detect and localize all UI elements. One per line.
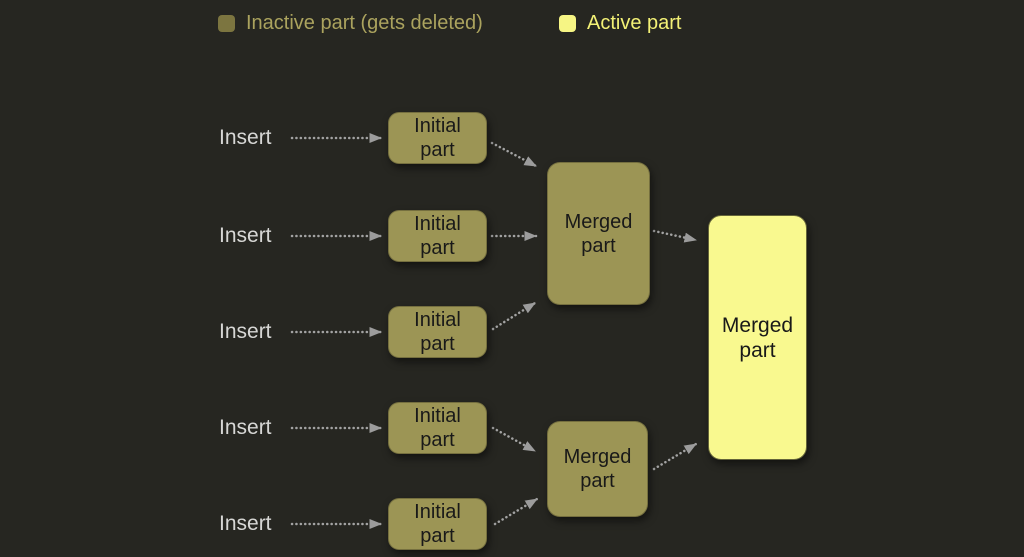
initial-part-label-line1: Initial [414,213,461,235]
insert-label-2: Insert [219,224,272,247]
initial-part-label-line1: Initial [414,309,461,331]
legend-item-active: Active part [559,12,681,34]
merged-part-label-line2: part [739,338,776,362]
inactive-part-swatch-icon [218,14,235,32]
arrow-initial3-to-merged-top-icon [491,301,537,331]
initial-part-label-line2: part [420,237,455,259]
merged-part-box-bottom: Merged part [547,421,648,517]
initial-part-label-line1: Initial [414,405,461,427]
legend-item-inactive: Inactive part (gets deleted) [218,12,483,34]
merged-part-label-line1: Merged [564,210,633,233]
initial-part-box-5: Initial part [388,498,487,550]
arrow-initial1-to-merged-top-icon [490,141,538,168]
insert-label-4: Insert [219,416,272,439]
initial-part-box-1: Initial part [388,112,487,164]
initial-part-label-line1: Initial [414,115,461,137]
initial-part-label-line2: part [420,139,455,161]
insert-label-3: Insert [219,320,272,343]
initial-part-box-4: Initial part [388,402,487,454]
initial-part-box-2: Initial part [388,210,487,262]
initial-part-label-line2: part [420,525,455,547]
merged-part-label-line1: Merged [563,446,632,468]
arrow-merged-top-to-final-icon [652,229,698,243]
merged-part-box-top: Merged part [547,162,650,305]
merged-part-label-line2: part [581,234,616,257]
insert-label-5: Insert [219,512,272,535]
merged-part-label-line1: Merged [721,313,794,337]
merged-part-box-final-active: Merged part [708,215,807,460]
active-part-swatch-icon [559,14,576,32]
legend-label-active: Active part [587,12,682,34]
insert-label-1: Insert [219,126,272,149]
arrow-merged-bottom-to-final-icon [652,442,698,471]
arrow-initial4-to-merged-bottom-icon [491,426,537,453]
legend-label-inactive: Inactive part (gets deleted) [246,12,483,34]
initial-part-label-line1: Initial [414,501,461,523]
arrow-initial5-to-merged-bottom-icon [493,497,539,526]
initial-part-label-line2: part [420,333,455,355]
initial-part-box-3: Initial part [388,306,487,358]
merged-part-label-line2: part [580,470,615,492]
initial-part-label-line2: part [420,429,455,451]
